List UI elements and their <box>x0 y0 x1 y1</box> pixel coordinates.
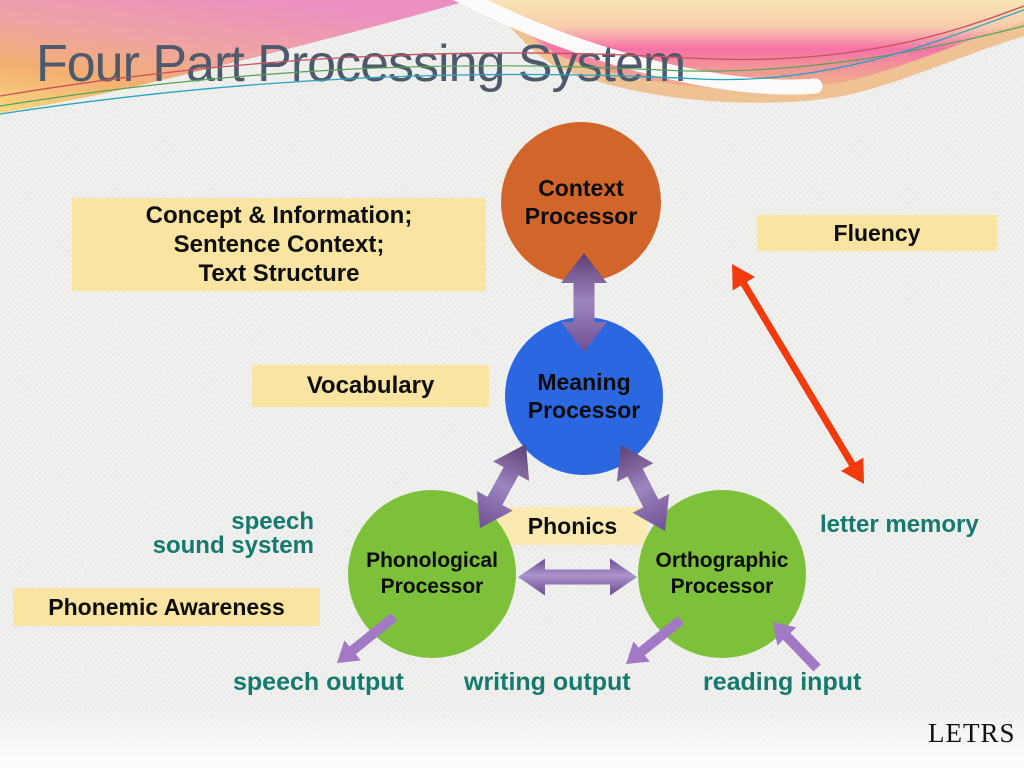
annotation-letter-memory: letter memory <box>820 511 979 538</box>
annotation-line: speech <box>231 508 314 535</box>
node-meaning-processor: Meaning Processor <box>505 317 663 475</box>
annotation-reading-input: reading input <box>703 668 862 696</box>
node-label-line: Processor <box>380 575 484 598</box>
annotation-writing-output: writing output <box>464 668 631 696</box>
node-label-line: Phonological <box>366 549 498 572</box>
node-context-processor: Context Processor <box>501 122 661 282</box>
node-label-line: Context <box>538 175 624 201</box>
label-box-phonics: Phonics <box>498 507 647 545</box>
node-phonological-processor: Phonological Processor <box>348 490 516 658</box>
label-box-vocabulary: Vocabulary <box>252 365 489 407</box>
node-label-line: Processor <box>524 203 638 229</box>
arrow-phonological-orthographic <box>518 558 637 596</box>
letrs-logo-text: LETRS <box>928 718 1016 748</box>
node-label-line: Orthographic <box>655 549 789 572</box>
node-orthographic-processor: Orthographic Processor <box>638 490 806 658</box>
concept-line-3: Text Structure <box>198 260 360 287</box>
annotation-speech-output: speech output <box>233 668 404 696</box>
concept-line-2: Sentence Context; <box>173 231 385 258</box>
page-title: Four Part Processing System <box>36 35 686 93</box>
annotation-speech-sound-system: speech sound system <box>118 510 314 558</box>
label-box-phonemic-awareness: Phonemic Awareness <box>13 588 320 626</box>
annotation-line: sound system <box>152 532 314 559</box>
concept-line-1: Concept & Information; <box>145 202 413 229</box>
node-label-line: Processor <box>670 575 774 598</box>
label-box-fluency: Fluency <box>757 215 997 251</box>
node-label-line: Processor <box>527 397 641 423</box>
node-label-line: Meaning <box>537 369 631 395</box>
arrow-fluency-letter-memory <box>732 264 865 485</box>
label-box-concept-information: Concept & Information; Sentence Context;… <box>72 198 486 291</box>
